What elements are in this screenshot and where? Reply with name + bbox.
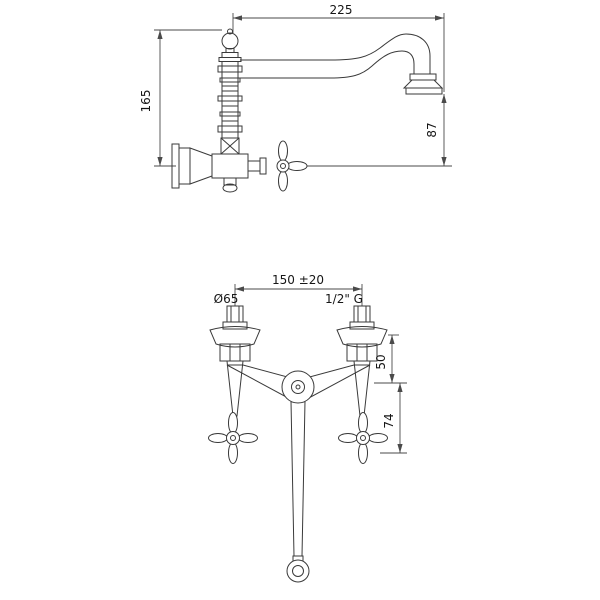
cross-handle-left: [208, 412, 258, 464]
dim-spout-height: 87: [304, 94, 452, 167]
front-view: 225 165 87: [139, 3, 452, 193]
arrow-down-icon: [441, 157, 447, 166]
dim-spout-reach: 225: [232, 3, 445, 92]
arrow-right-icon: [435, 15, 444, 21]
dim-label-spout-height: 87: [425, 122, 439, 137]
dim-wall-offset: 50: [374, 334, 407, 384]
dim-label-mount-height: 165: [139, 90, 153, 113]
dim-label-center-distance: 150 ±20: [272, 273, 324, 287]
arrow-up-icon: [157, 30, 163, 39]
arrow-up-icon: [441, 94, 447, 103]
spout-finial: [218, 28, 242, 62]
bottom-view: 150 ±20 Ø65 1/2" G: [208, 273, 407, 583]
arrow-left-icon: [233, 15, 242, 21]
cross-handle-side: [247, 140, 308, 192]
arrow-down-icon: [389, 374, 395, 383]
dim-label-wall-offset: 50: [374, 354, 388, 369]
arrow-down-icon: [157, 157, 163, 166]
arrow-up-icon: [389, 335, 395, 344]
valve-body-square: [220, 137, 240, 155]
arrow-left-icon: [235, 286, 244, 292]
outlet-tube: [286, 400, 310, 583]
arrow-down-icon: [397, 444, 403, 453]
dim-label-spout-reach: 225: [330, 3, 353, 17]
label-flange-diameter: Ø65: [214, 292, 239, 306]
dim-mount-height: 165: [139, 29, 222, 167]
swan-neck-spout: [240, 33, 444, 95]
dim-label-handle-depth: 74: [382, 413, 396, 428]
faucet-column: [217, 61, 243, 139]
dim-center-distance: 150 ±20: [234, 273, 363, 306]
cross-handle-right: [338, 412, 388, 464]
label-thread-size: 1/2" G: [325, 292, 363, 306]
dim-handle-depth: 74: [380, 383, 407, 454]
left-valve: [209, 305, 261, 417]
arrow-up-icon: [397, 383, 403, 392]
swivel-joint: [281, 370, 315, 404]
arrow-right-icon: [353, 286, 362, 292]
